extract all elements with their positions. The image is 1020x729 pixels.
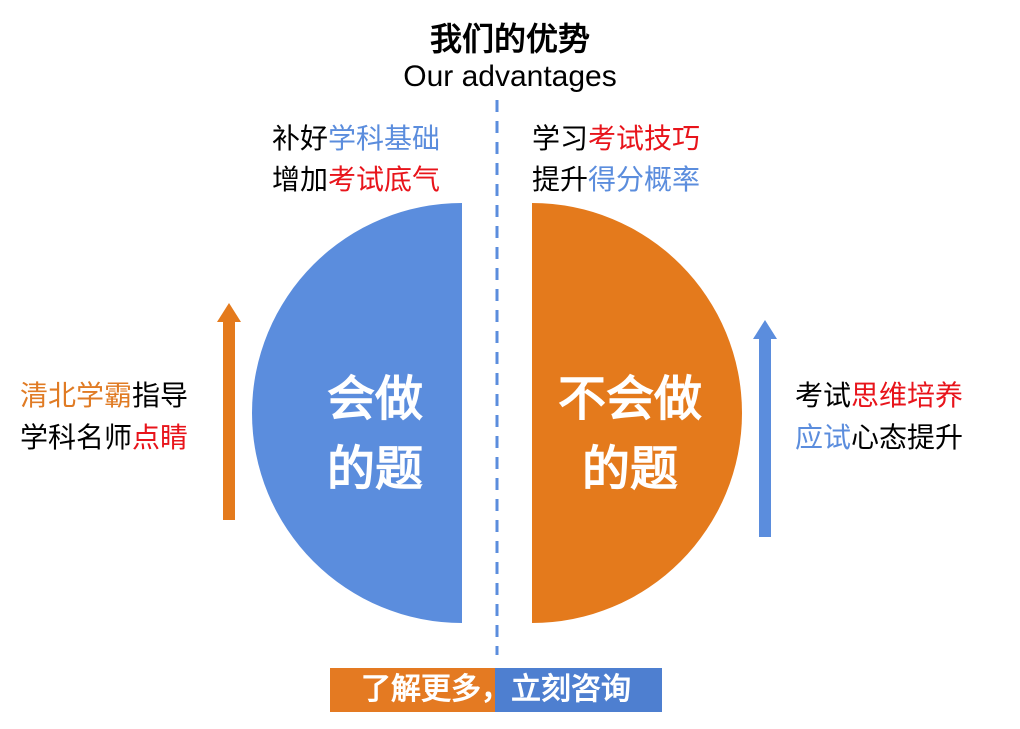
right-top-line-2-a: 提升: [532, 163, 589, 196]
right-top-line-1-a: 学习: [532, 122, 589, 155]
left-side-line-2: 学科名师点睛: [20, 417, 188, 459]
left-half-label: 会做 的题: [290, 364, 460, 504]
left-side-line-2-a: 学科名师: [20, 421, 133, 454]
left-top-line-2-a: 增加: [272, 163, 329, 196]
title-chinese: 我们的优势: [429, 20, 590, 58]
left-half-label-line-1: 会做: [326, 371, 423, 427]
right-half-circle: [532, 203, 742, 623]
left-half-circle: [252, 203, 462, 623]
right-side-line-2: 应试心态提升: [795, 417, 963, 459]
left-top-line-2: 增加考试底气: [272, 159, 440, 201]
right-top-line-2: 提升得分概率: [532, 159, 700, 201]
cta-button-label[interactable]: 了解更多，立刻咨询: [361, 672, 631, 707]
left-side-line-1-b: 指导: [132, 379, 189, 412]
title-english: Our advantages: [403, 60, 617, 93]
cta-left-segment: [330, 668, 495, 712]
left-top-line-1-b: 学科基础: [328, 122, 441, 155]
right-top-line-2-b: 得分概率: [588, 163, 701, 196]
right-half-label: 不会做 的题: [535, 364, 725, 504]
left-up-arrow: [217, 303, 241, 520]
left-side-line-1-a: 清北学霸: [20, 379, 133, 412]
cta-button-background[interactable]: [330, 668, 662, 712]
right-top-line-1-b: 考试技巧: [588, 122, 701, 155]
left-side-line-2-b: 点睛: [132, 421, 189, 454]
right-up-arrow: [753, 320, 777, 537]
right-side-line-1-a: 考试: [795, 379, 852, 412]
left-side-line-1: 清北学霸指导: [20, 375, 188, 417]
left-top-line-2-b: 考试底气: [328, 163, 441, 196]
left-top-line-1: 补好学科基础: [272, 118, 440, 160]
left-half-label-line-2: 的题: [326, 441, 423, 497]
right-half-label-line-2: 的题: [581, 441, 678, 497]
right-side-line-1: 考试思维培养: [795, 375, 963, 417]
right-side-line-2-a: 应试: [795, 421, 852, 454]
right-half-label-line-1: 不会做: [557, 371, 702, 427]
right-side-line-2-b: 心态提升: [851, 421, 964, 454]
right-side-line-1-b: 思维培养: [851, 379, 964, 412]
left-top-line-1-a: 补好: [272, 122, 329, 155]
right-top-line-1: 学习考试技巧: [532, 118, 700, 160]
cta-right-segment: [495, 668, 662, 712]
